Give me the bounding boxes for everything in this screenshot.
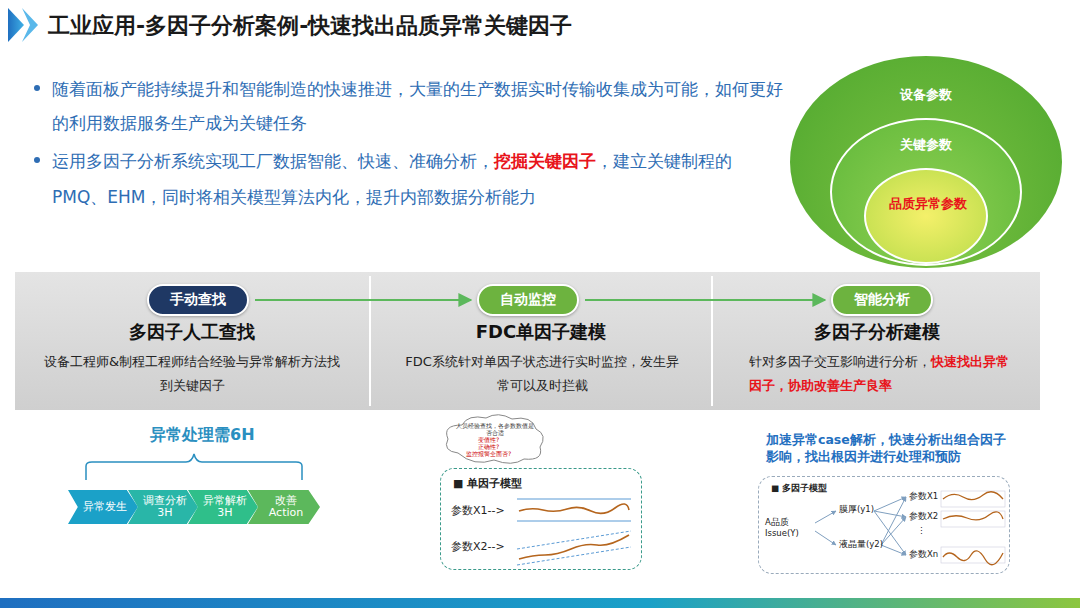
gray-band — [15, 272, 1040, 410]
bullet-dot — [34, 85, 40, 91]
title-chevron — [22, 8, 38, 42]
node-text: 自动监控 — [500, 291, 556, 309]
model-box: ■ 多因子模型 A品质Issue(Y) 膜厚(y1) 液晶量(y2) 参数X1 参数X2 ⋮… — [758, 476, 1010, 574]
mini-chart-frame — [941, 511, 1005, 527]
node-text: ⋮ — [917, 525, 926, 535]
page-title: 工业应用-多因子分析案例-快速找出品质异常关键因子 — [48, 11, 572, 41]
note-text: 加速异常case解析，快速分析出组合因子影响，找出根因并进行处理和预防 — [766, 431, 1016, 465]
node-text: 变值性? — [478, 436, 499, 443]
relation-line — [881, 545, 906, 555]
thought-cloud: 人员经验查找，各参数数值是否合适变值性?正确性?监控报警全面否? — [440, 413, 548, 463]
bracket — [86, 454, 302, 480]
stage-panel: 多因子分析建模针对多因子交互影响进行分析，快速找出异常因子，协助改善生产良率 智能… — [713, 276, 1040, 408]
node-text: 异常发生 — [83, 501, 127, 513]
node-text: 参数X1--> — [451, 503, 505, 518]
relation-line — [815, 511, 836, 523]
node-text: 异常解析3H — [202, 495, 248, 519]
node-text: ■ 单因子模型 — [453, 476, 522, 491]
stage-pill: 自动监控 — [477, 284, 579, 316]
node-text: 监控报警全面否? — [466, 450, 511, 457]
node-text: 多因子人工查找 — [15, 320, 369, 344]
stage-pill: 手动查找 — [147, 284, 249, 316]
process-chevron: 异常解析3H — [188, 490, 258, 524]
duration-label: 异常处理需6H — [150, 425, 255, 446]
relation-line — [815, 531, 836, 545]
bullet-dot — [34, 157, 40, 163]
bullet-text: 运用多因子分析系统实现工厂数据智能、快速、准确分析， — [52, 151, 494, 171]
node-text: 品质异常参数 — [880, 194, 976, 214]
node-text: 参数X2--> — [451, 539, 505, 554]
node-text: 针对多因子交互影响进行分析， — [749, 354, 931, 369]
cloud-outline — [446, 415, 543, 464]
relation-line — [874, 497, 906, 511]
stage-panel: 多因子人工查找设备工程师&制程工程师结合经验与异常解析方法找到关键因子 手动查找 — [15, 276, 369, 408]
node-text: 设备参数 — [790, 86, 1062, 104]
node-text: 改善Action — [262, 495, 310, 519]
node-text: 设备工程师&制程工程师结合经验与异常解析方法找到关键因子 — [39, 350, 345, 398]
mini-chart-line — [943, 551, 1003, 565]
ellipse-middle: 关键参数品质异常参数 — [830, 118, 1022, 266]
node-text: 针对多因子交互影响进行分析，快速找出异常因子，协助改善生产良率 — [749, 350, 1019, 398]
stage-panel: FDC单因子建模 FDC系统针对单因子状态进行实时监控，发生异常可以及时拦截 自动监… — [371, 276, 711, 408]
node-text: 多因子分析建模 — [713, 320, 1040, 344]
stage-arrow — [255, 299, 471, 301]
node-text: 参数X1 — [909, 491, 938, 503]
relation-line — [881, 497, 906, 545]
trend-line — [519, 504, 629, 513]
node-text: 正确性? — [478, 443, 499, 450]
ellipse-outer: 设备参数关键参数品质异常参数 — [790, 56, 1062, 268]
mini-chart-frame — [941, 547, 1005, 563]
node-text: 智能分析 — [854, 291, 910, 309]
node-text: 参数X2 — [909, 511, 938, 523]
mini-chart-line — [943, 512, 1003, 520]
column-divider — [711, 276, 713, 406]
node-text: A品质Issue(Y) — [765, 517, 813, 539]
process-chevron: 改善Action — [248, 490, 320, 524]
node-text: 手动查找 — [170, 291, 226, 309]
process-chevron: 调查分析3H — [128, 490, 198, 524]
node-text: 关键参数 — [832, 136, 1020, 154]
trend-line — [519, 535, 629, 559]
bullet-text: 随着面板产能持续提升和智能制造的快速推进，大量的生产数据实时传输收集成为可能，如… — [52, 72, 787, 140]
node-text: FDC系统针对单因子状态进行实时监控，发生异常可以及时拦截 — [401, 350, 683, 398]
process-chevron: 异常发生 — [68, 490, 138, 524]
relation-line — [874, 511, 906, 517]
ellipse-inner: 品质异常参数 — [864, 168, 988, 264]
node-text: ■ 多因子模型 — [771, 483, 827, 495]
model-box: ■ 单因子模型参数X1--> 参数X2--> — [440, 468, 642, 570]
node-text: 人员经验查找，各参数数值是否合适 — [454, 422, 536, 436]
column-divider — [369, 276, 371, 406]
node-text: 参数Xn — [909, 549, 938, 561]
node-text: FDC单因子建模 — [371, 320, 711, 344]
bottom-stripe — [0, 598, 1080, 608]
mini-chart-frame — [941, 491, 1005, 507]
highlight-text: 挖掘关键因子 — [494, 151, 596, 171]
relation-line — [881, 517, 906, 545]
node-text: 调查分析3H — [142, 495, 188, 519]
title-chevron — [8, 8, 24, 42]
node-text: 液晶量(y2) — [839, 539, 883, 551]
mini-chart-line — [943, 492, 1003, 500]
limit-line — [517, 521, 631, 522]
stage-arrow — [585, 299, 825, 301]
stage-pill: 智能分析 — [831, 284, 933, 316]
bullet-text: 运用多因子分析系统实现工厂数据智能、快速、准确分析，挖掘关键因子，建立关键制程的… — [52, 143, 787, 215]
node-text: 膜厚(y1) — [839, 504, 874, 516]
limit-line — [517, 499, 631, 500]
limit-line — [517, 531, 631, 549]
